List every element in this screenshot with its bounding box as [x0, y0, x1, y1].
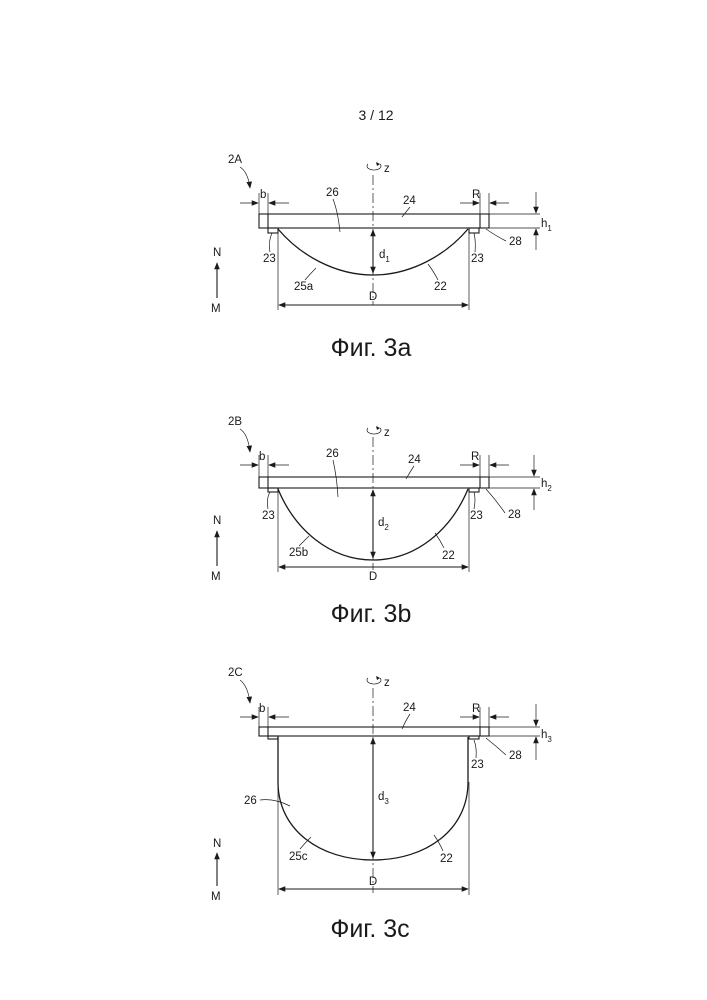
flange-leader: [486, 738, 506, 755]
plate: [259, 214, 489, 228]
cavity-leader: [333, 199, 340, 232]
side-left-label: 23: [263, 253, 276, 265]
diameter-label: D: [369, 291, 377, 303]
direction-top-label: N: [213, 515, 221, 527]
cavity-leader: [333, 460, 338, 497]
flange-leader: [486, 229, 506, 241]
cavity-label: 26: [326, 187, 339, 199]
profile-label: 25b: [289, 547, 308, 559]
direction-bottom-label: M: [211, 303, 221, 315]
axis-label: z: [384, 163, 390, 175]
body-label: 22: [442, 550, 455, 562]
diameter-label: D: [369, 571, 377, 583]
body-label: 22: [434, 281, 447, 293]
side-right-leader: [474, 740, 476, 758]
rotation-arrow-icon: [367, 164, 381, 170]
flange-leader: [486, 489, 505, 513]
direction-top-label: N: [213, 838, 221, 850]
rotation-arrowhead-icon: [376, 676, 380, 680]
diameter-label: D: [369, 876, 377, 888]
rotation-arrow-icon: [367, 428, 381, 434]
flange-label: 28: [508, 509, 521, 521]
side-block-right: [469, 228, 479, 233]
side-block-left: [268, 736, 278, 739]
cavity-label: 26: [326, 448, 339, 460]
figure-caption: Фиг. 3c: [330, 915, 409, 943]
r-label: R: [471, 451, 479, 463]
depth-label: d3: [378, 791, 389, 806]
flange-label: 28: [509, 750, 522, 762]
figure-id-label: 2B: [228, 416, 242, 428]
figure-3c: 2C z d3 b R h3 D 24 26: [211, 667, 552, 943]
axis-label: z: [384, 427, 390, 439]
body-leader: [435, 533, 444, 548]
page-number: 3 / 12: [358, 107, 393, 123]
b-label: b: [259, 451, 265, 463]
figure-3b: 2B z d2 b R h2 D 26 24: [211, 416, 552, 628]
b-label: b: [260, 189, 266, 201]
side-right-label: 23: [471, 253, 484, 265]
cavity-label: 26: [244, 795, 257, 807]
r-label: R: [472, 189, 480, 201]
rotation-arrowhead-icon: [376, 426, 380, 430]
depth-label: d1: [379, 249, 390, 264]
side-block-left: [268, 488, 278, 492]
profile-label: 25c: [289, 851, 308, 863]
side-block-right: [469, 488, 479, 492]
plate-leader: [402, 207, 410, 217]
plate-label: 24: [408, 454, 421, 466]
plate-label: 24: [403, 195, 416, 207]
plate: [259, 727, 489, 736]
rotation-arrow-icon: [367, 678, 381, 684]
profile-label: 25a: [294, 281, 314, 293]
axis-label: z: [384, 677, 390, 689]
figure-id-label: 2C: [228, 667, 243, 679]
h-label: h3: [541, 729, 552, 744]
profile-leader: [305, 268, 316, 280]
figure-3a: 2A z d1 b R h1: [211, 154, 552, 362]
side-block-right: [469, 736, 479, 739]
cavity-leader: [260, 800, 290, 806]
side-right-leader: [474, 233, 475, 252]
side-right-label: 23: [471, 759, 484, 771]
figure-id-leader: [240, 680, 250, 703]
direction-bottom-label: M: [211, 891, 221, 903]
h-label: h2: [541, 478, 552, 493]
side-block-left: [268, 228, 278, 233]
side-right-leader: [474, 492, 475, 509]
body-label: 22: [440, 853, 453, 865]
side-right-label: 23: [470, 510, 483, 522]
depth-label: d2: [378, 517, 389, 532]
figure-caption: Фиг. 3a: [331, 334, 412, 362]
b-label: b: [259, 703, 265, 715]
side-left-leader: [269, 233, 272, 252]
side-left-leader: [267, 492, 270, 509]
profile-leader: [299, 536, 309, 546]
plate: [259, 477, 489, 488]
figure-id-leader: [240, 167, 250, 188]
body-leader: [428, 264, 438, 280]
figure-caption: Фиг. 3b: [331, 600, 412, 628]
plate-label: 24: [403, 702, 416, 714]
direction-bottom-label: M: [211, 571, 221, 583]
flange-label: 28: [509, 236, 522, 248]
h-label: h1: [541, 218, 552, 233]
rotation-arrowhead-icon: [376, 162, 380, 166]
figure-id-label: 2A: [228, 154, 242, 166]
direction-top-label: N: [213, 247, 221, 259]
r-label: R: [472, 703, 480, 715]
side-left-label: 23: [262, 510, 275, 522]
figure-id-leader: [240, 429, 250, 452]
